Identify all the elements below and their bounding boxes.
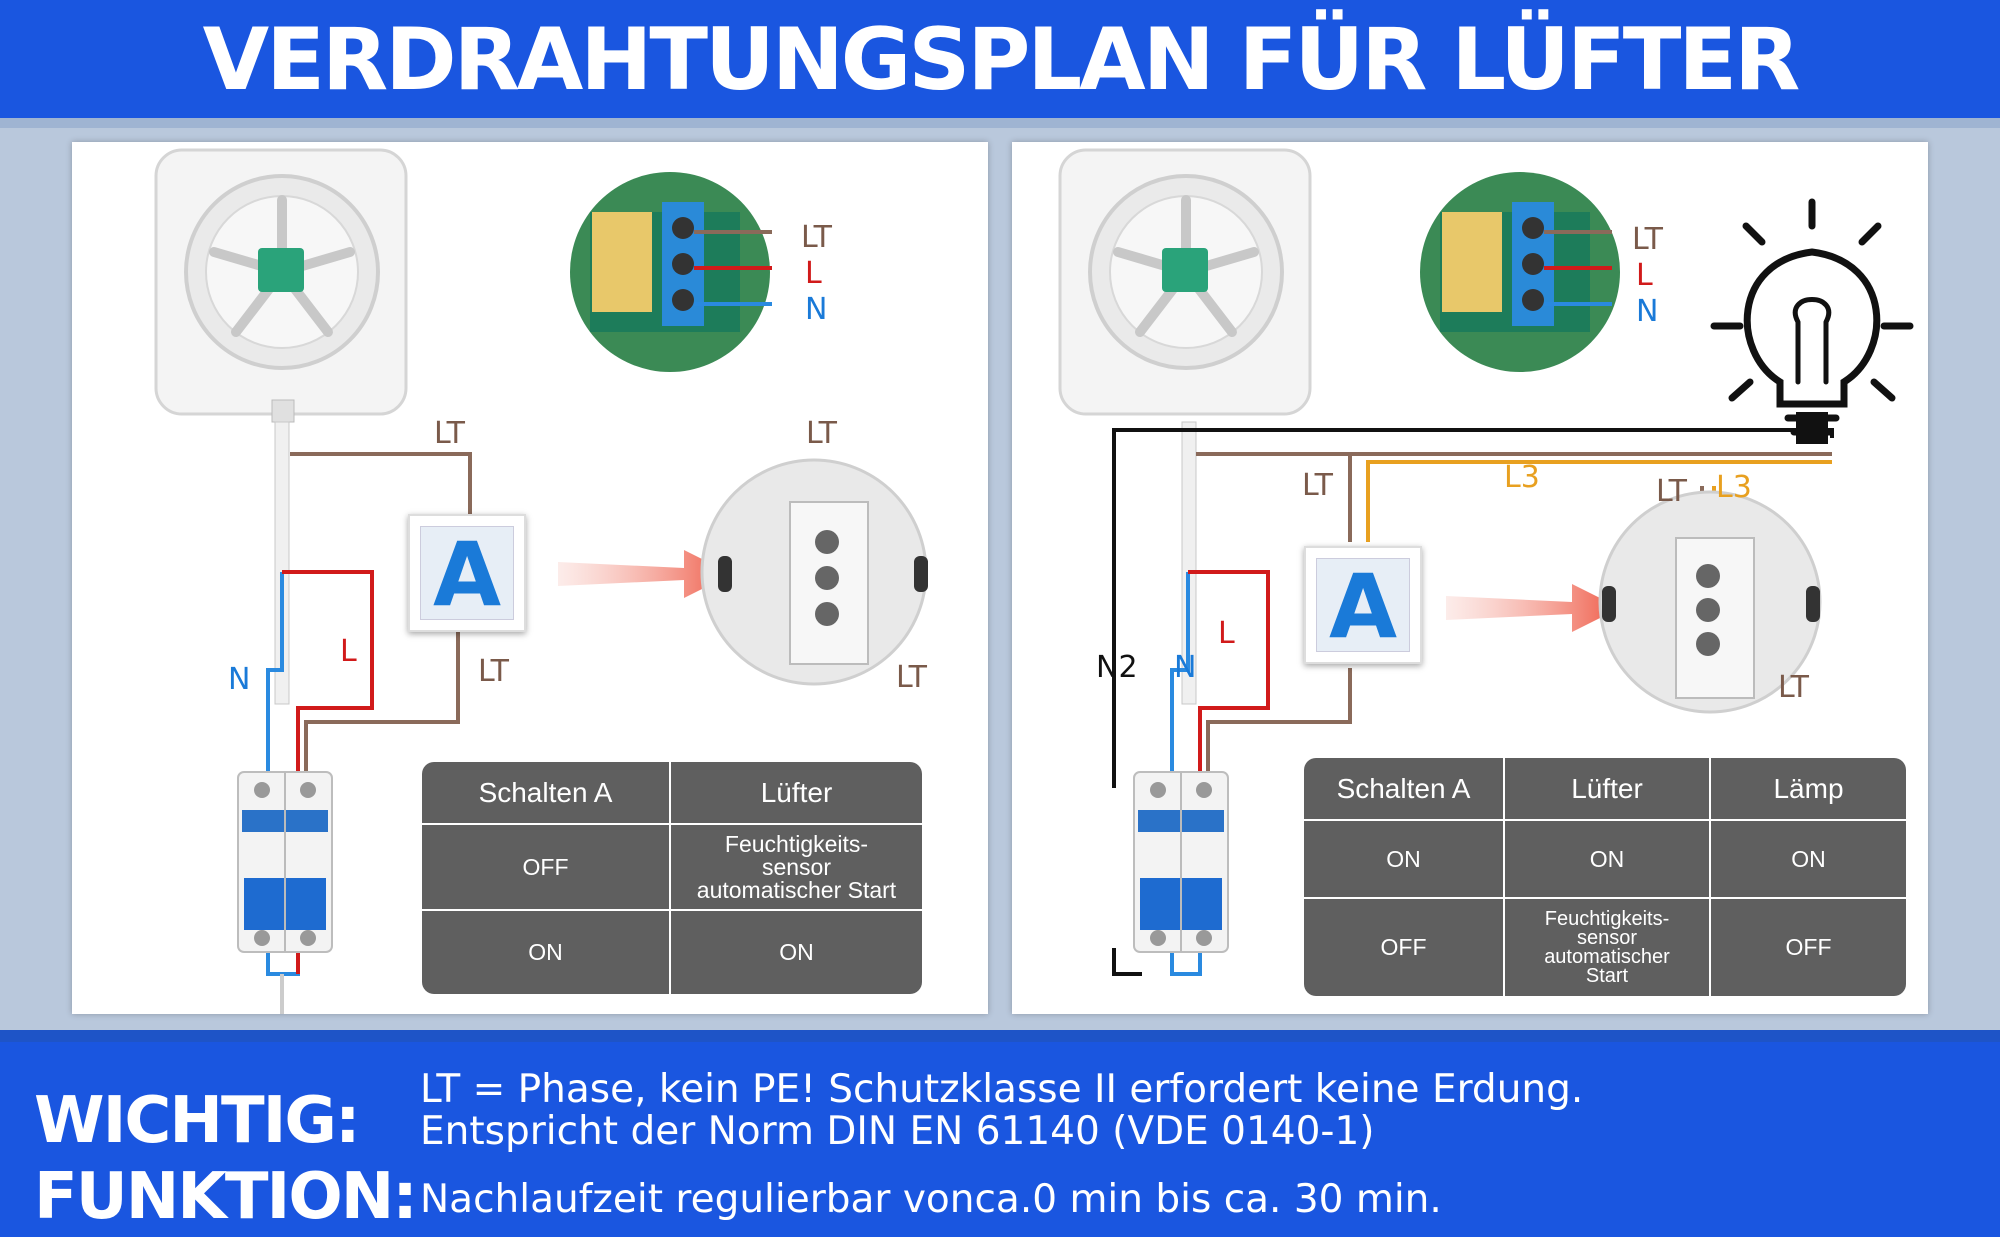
circuit-breaker-icon <box>1133 771 1229 953</box>
wire-label-l: L <box>340 634 357 669</box>
table-cell: ON <box>1503 819 1711 899</box>
wichtig-line-1: LT = Phase, kein PE! Schutzklasse II erf… <box>420 1067 1584 1112</box>
exhaust-fan-icon <box>1058 148 1312 416</box>
light-bulb-icon <box>1710 198 1914 444</box>
funktion-text: Nachlaufzeit regulierbar vonca.0 min bis… <box>420 1177 1442 1222</box>
footer-divider <box>0 1030 2000 1042</box>
wire-label-lt-lower: LT <box>478 654 509 689</box>
pcb-label-l: L <box>1636 258 1653 293</box>
switch-a-letter: A <box>1316 558 1410 655</box>
wire-label-lt-top: LT <box>434 416 465 451</box>
socket-label-lt: LT <box>1656 474 1687 509</box>
table-cell: OFF <box>422 823 671 911</box>
switch-a: A <box>408 514 526 632</box>
table-header: Lämp <box>1709 758 1906 821</box>
table-header: Lüfter <box>669 762 922 825</box>
wire-label-lt: LT <box>1302 468 1333 503</box>
circuit-breaker-icon <box>237 771 333 953</box>
left-mode-table: Schalten A Lüfter OFF Feuchtigkeits- sen… <box>422 762 922 994</box>
pcb-label-n: N <box>805 292 828 327</box>
table-cell: OFF <box>1304 897 1505 996</box>
left-wiring-diagram <box>154 148 928 1014</box>
wall-socket-icon <box>1598 490 1822 714</box>
table-header: Schalten A <box>422 762 671 825</box>
footer-bar: WICHTIG: LT = Phase, kein PE! Schutzklas… <box>0 1042 2000 1237</box>
wire-label-l: L <box>1218 616 1235 651</box>
table-cell: ON <box>669 909 922 994</box>
pcb-terminal-icon <box>570 172 772 372</box>
page-title: VERDRAHTUNGSPLAN FÜR LÜFTER <box>202 10 1801 110</box>
header-bar: VERDRAHTUNGSPLAN FÜR LÜFTER <box>0 0 2000 118</box>
wire-label-n2: N2 <box>1096 650 1138 685</box>
table-cell: OFF <box>1709 897 1906 996</box>
left-wiring-panel: LT L N LT LT L N LT LT A Schalten A Lüft… <box>72 142 988 1014</box>
table-cell: ON <box>1304 819 1505 899</box>
pcb-label-n: N <box>1636 294 1659 329</box>
socket-label-lt-top: LT <box>806 416 837 451</box>
wire-label-n: N <box>228 662 251 697</box>
table-cell: Feuchtigkeits- sensor automatischer Star… <box>1503 897 1711 996</box>
pcb-label-lt: LT <box>801 220 832 255</box>
wire-label-n: N <box>1174 650 1197 685</box>
table-cell: ON <box>1709 819 1906 899</box>
socket-label-lt-bottom: LT <box>896 660 927 695</box>
table-cell: Feuchtigkeits- sensor automatischer Star… <box>669 823 922 911</box>
switch-a: A <box>1304 546 1422 664</box>
wire-label-l3: L3 <box>1504 460 1540 495</box>
header-divider <box>0 118 2000 128</box>
wichtig-key: WICHTIG: <box>34 1084 361 1158</box>
right-wiring-diagram <box>1058 148 1914 976</box>
wichtig-line-2: Entspricht der Norm DIN EN 61140 (VDE 01… <box>420 1109 1375 1154</box>
wall-socket-icon <box>700 458 928 686</box>
funktion-key: FUNKTION: <box>34 1160 418 1234</box>
right-wiring-panel: LT L N LT L3 L N N2 LT L3 LT A Schalten … <box>1012 142 1928 1014</box>
pcb-label-l: L <box>805 256 822 291</box>
socket-label-lt-bottom: LT <box>1778 670 1809 705</box>
table-cell: ON <box>422 909 671 994</box>
switch-a-letter: A <box>420 526 514 623</box>
arrow-right-icon <box>558 550 732 598</box>
socket-label-l3: L3 <box>1716 470 1752 505</box>
pcb-label-lt: LT <box>1632 222 1663 257</box>
exhaust-fan-icon <box>154 148 408 423</box>
right-mode-table: Schalten A Lüfter Lämp ON ON ON OFF Feuc… <box>1304 758 1906 996</box>
arrow-right-icon <box>1446 584 1620 632</box>
table-header: Schalten A <box>1304 758 1505 821</box>
table-header: Lüfter <box>1503 758 1711 821</box>
pcb-terminal-icon <box>1420 172 1620 372</box>
